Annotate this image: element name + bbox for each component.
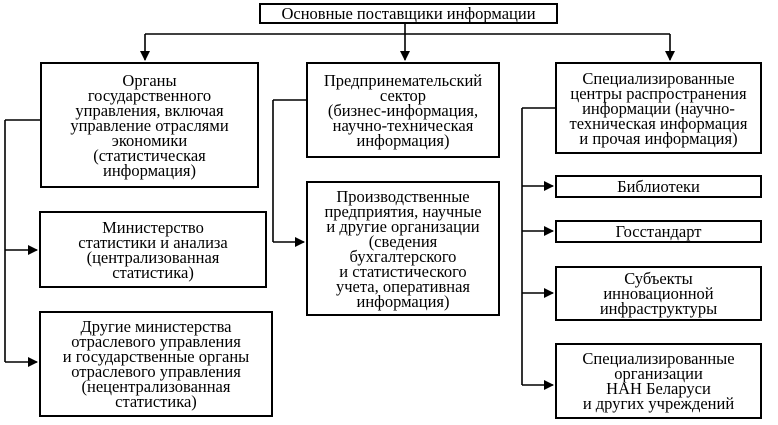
innovation-infrastructure-box: Субъекты инновационной инфраструктуры	[555, 266, 762, 321]
enterprises-label: Производственные предприятия, научные и …	[324, 186, 482, 311]
business-sector-box: Предпринемательский сектор (бизнес-инфор…	[306, 62, 500, 158]
info-centers-label: Специализированные центры распространени…	[569, 68, 748, 148]
root-box: Основные поставщики информации	[259, 3, 558, 24]
nas-organizations-box: Специализированные организации НАН Белар…	[555, 343, 762, 419]
nas-organizations-label: Специализированные организации НАН Белар…	[582, 349, 735, 413]
gosstandart-label: Госстандарт	[615, 222, 702, 241]
ministry-statistics-label: Министерство статистики и анализа (центр…	[78, 217, 228, 282]
business-sector-label: Предпринемательский сектор (бизнес-инфор…	[323, 70, 483, 150]
info-centers-box: Специализированные центры распространени…	[555, 62, 762, 154]
libraries-label: Библиотеки	[617, 177, 700, 196]
root-label: Основные поставщики информации	[281, 4, 536, 23]
other-ministries-box: Другие министерства отраслевого управлен…	[39, 311, 273, 417]
other-ministries-label: Другие министерства отраслевого управлен…	[62, 317, 250, 411]
state-government-box: Органы государственного управления, вклю…	[40, 62, 259, 188]
enterprises-box: Производственные предприятия, научные и …	[306, 181, 500, 316]
innovation-infrastructure-label: Субъекты инновационной инфраструктуры	[599, 269, 718, 318]
libraries-box: Библиотеки	[555, 175, 762, 198]
ministry-statistics-box: Министерство статистики и анализа (центр…	[39, 211, 267, 288]
state-government-label: Органы государственного управления, вклю…	[70, 70, 229, 180]
gosstandart-box: Госстандарт	[555, 220, 762, 243]
